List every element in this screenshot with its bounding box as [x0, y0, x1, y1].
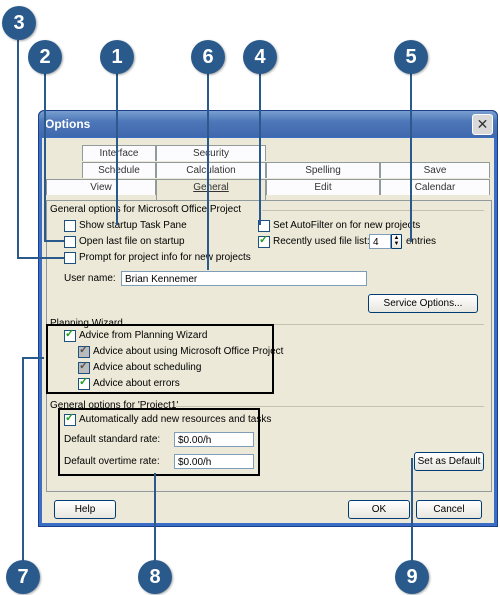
callout-line-2b: [44, 240, 64, 242]
tab-calendar[interactable]: Calendar: [380, 179, 490, 195]
divider: [176, 406, 484, 407]
tab-edit[interactable]: Edit: [266, 179, 380, 195]
planning-section-title: Planning Wizard: [50, 318, 123, 329]
tab-spelling[interactable]: Spelling: [266, 162, 380, 178]
tab-view[interactable]: View: [46, 179, 156, 195]
tab-save[interactable]: Save: [380, 162, 490, 178]
recent-files-checkbox[interactable]: [258, 233, 270, 248]
close-icon[interactable]: ✕: [472, 114, 493, 135]
callout-line-3: [17, 40, 19, 258]
tab-schedule[interactable]: Schedule: [82, 162, 156, 178]
callout-line-7: [22, 357, 24, 562]
ot-rate-label: Default overtime rate:: [64, 456, 160, 467]
callout-line-7b: [22, 357, 44, 359]
recent-files-count-input[interactable]: 4: [369, 234, 391, 249]
advice-using-checkbox[interactable]: [78, 343, 90, 358]
divider: [262, 210, 484, 211]
divider: [116, 324, 484, 325]
options-dialog: Options ✕ Interface Security Schedule Ca…: [38, 110, 498, 527]
project-section-title: General options for 'Project1': [50, 400, 179, 411]
callout-line-3b: [17, 257, 64, 259]
advice-errors-label: Advice about errors: [93, 378, 180, 389]
service-options-button[interactable]: Service Options...: [368, 294, 478, 313]
user-name-label: User name:: [64, 273, 116, 284]
advice-using-label: Advice about using Microsoft Office Proj…: [93, 346, 284, 357]
ot-rate-input[interactable]: $0.00/h: [174, 454, 254, 469]
callout-line-2: [44, 70, 46, 242]
autofilter-checkbox[interactable]: [258, 220, 270, 232]
advice-wizard-label: Advice from Planning Wizard: [79, 330, 208, 341]
tab-calculation[interactable]: Calculation: [156, 162, 266, 178]
dialog-client: Interface Security Schedule Calculation …: [42, 138, 494, 523]
prompt-info-label: Prompt for project info for new projects: [79, 252, 251, 263]
callout-line-9: [411, 458, 413, 562]
advice-wizard-checkbox[interactable]: [64, 327, 76, 342]
callout-9: 9: [395, 560, 429, 594]
advice-scheduling-label: Advice about scheduling: [93, 362, 202, 373]
tab-interface[interactable]: Interface: [82, 145, 156, 161]
callout-line-4: [259, 70, 261, 225]
callout-1: 1: [100, 40, 134, 74]
auto-add-checkbox[interactable]: [64, 411, 76, 426]
prompt-info-checkbox[interactable]: [64, 252, 76, 264]
callout-3: 3: [2, 6, 36, 40]
callout-5: 5: [394, 40, 428, 74]
std-rate-label: Default standard rate:: [64, 434, 161, 445]
show-startup-checkbox[interactable]: [64, 220, 76, 232]
callout-7: 7: [6, 560, 40, 594]
planning-highlight-box: [46, 324, 274, 394]
callout-6: 6: [191, 40, 225, 74]
callout-line-5: [410, 70, 412, 242]
user-name-input[interactable]: Brian Kennemer: [121, 271, 367, 286]
entries-label: entries: [406, 236, 437, 247]
show-startup-label: Show startup Task Pane: [79, 220, 187, 231]
title-bar[interactable]: Options ✕: [39, 111, 497, 137]
autofilter-label: Set AutoFilter on for new projects: [273, 220, 421, 231]
callout-4: 4: [243, 40, 277, 74]
recent-files-label: Recently used file list:: [273, 236, 370, 247]
open-last-label: Open last file on startup: [79, 236, 185, 247]
callout-2: 2: [28, 40, 62, 74]
help-button[interactable]: Help: [54, 500, 116, 519]
tab-general[interactable]: General: [156, 179, 266, 200]
auto-add-label: Automatically add new resources and task…: [79, 414, 272, 425]
general-tab-panel: [46, 200, 492, 492]
open-last-checkbox[interactable]: [64, 236, 76, 248]
project-highlight-box: [58, 408, 260, 476]
set-default-button[interactable]: Set as Default: [414, 452, 484, 471]
std-rate-input[interactable]: $0.00/h: [174, 432, 254, 447]
tab-security[interactable]: Security: [156, 145, 266, 161]
callout-line-8: [154, 473, 156, 561]
callout-line-6: [207, 70, 209, 270]
general-section-title: General options for Microsoft Office Pro…: [50, 204, 242, 215]
cancel-button[interactable]: Cancel: [416, 500, 482, 519]
callout-line-1: [116, 70, 118, 225]
dialog-title: Options: [45, 117, 91, 131]
callout-8: 8: [138, 560, 172, 594]
advice-scheduling-checkbox[interactable]: [78, 359, 90, 374]
recent-files-spinner[interactable]: ▲▼: [391, 234, 402, 249]
ok-button[interactable]: OK: [348, 500, 410, 519]
advice-errors-checkbox[interactable]: [78, 375, 90, 390]
